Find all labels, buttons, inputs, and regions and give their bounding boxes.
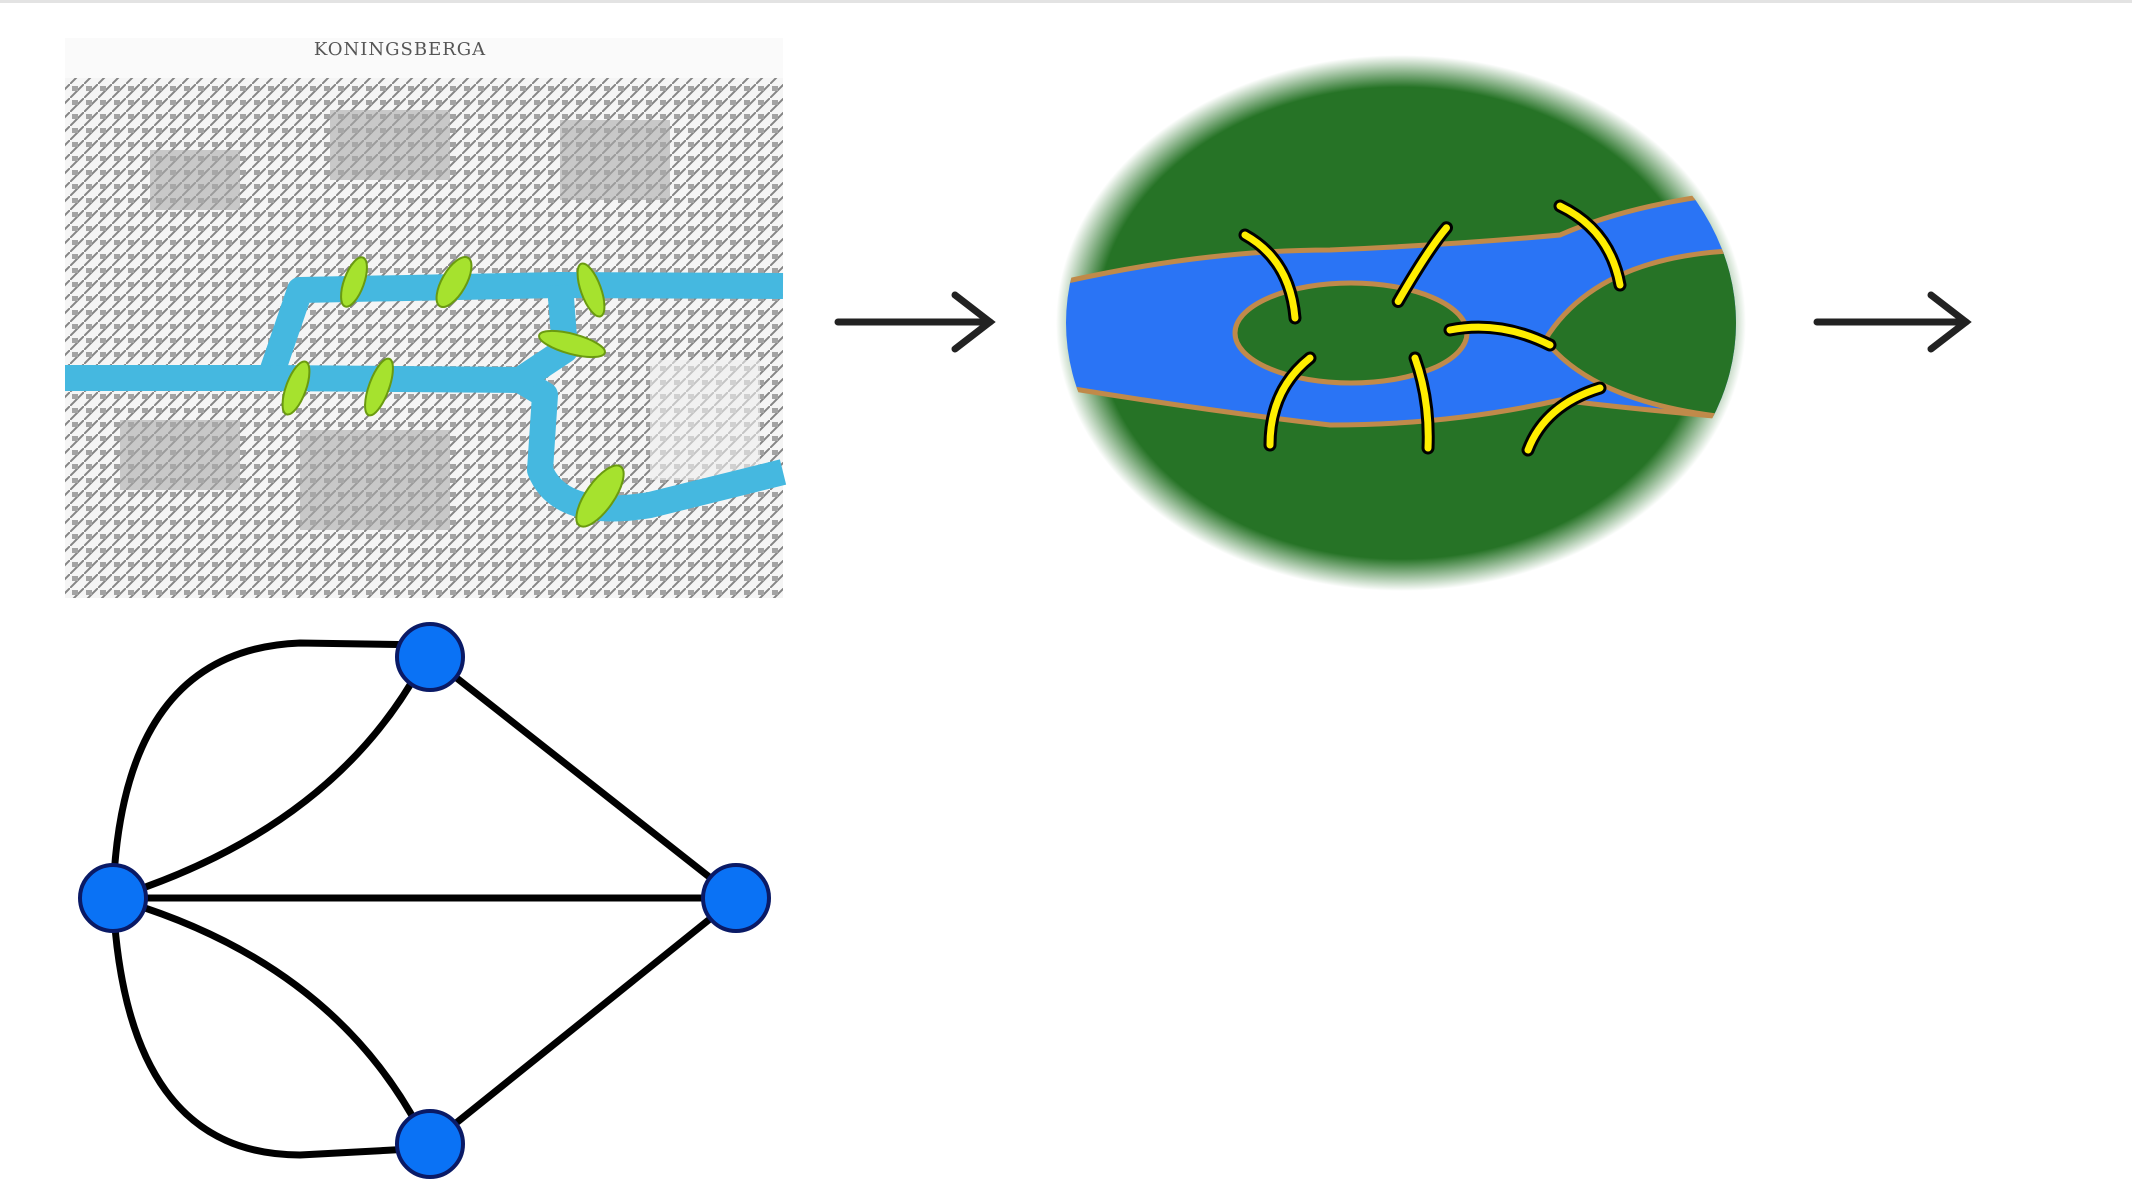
graph-edge (111, 666, 424, 902)
graph-edge (109, 639, 431, 899)
graph-node (78, 863, 148, 933)
stylized-river-map (1056, 55, 1746, 591)
arrow-right-icon (1813, 291, 1972, 353)
graph-edge (112, 894, 424, 1132)
graph-edge (427, 895, 739, 1147)
graph (109, 639, 739, 1159)
arrow-right-icon (834, 291, 996, 353)
top-border (0, 0, 2132, 3)
graph-nodes (78, 622, 771, 1179)
graph-edge (427, 654, 739, 901)
graph-node (395, 622, 465, 692)
graph-node (701, 863, 771, 933)
map-caption: KONINGSBERGA (314, 39, 486, 60)
konigsberg-map: KONINGSBERGA (65, 38, 787, 598)
graph-node (395, 1109, 465, 1179)
graph-edge (109, 897, 431, 1159)
